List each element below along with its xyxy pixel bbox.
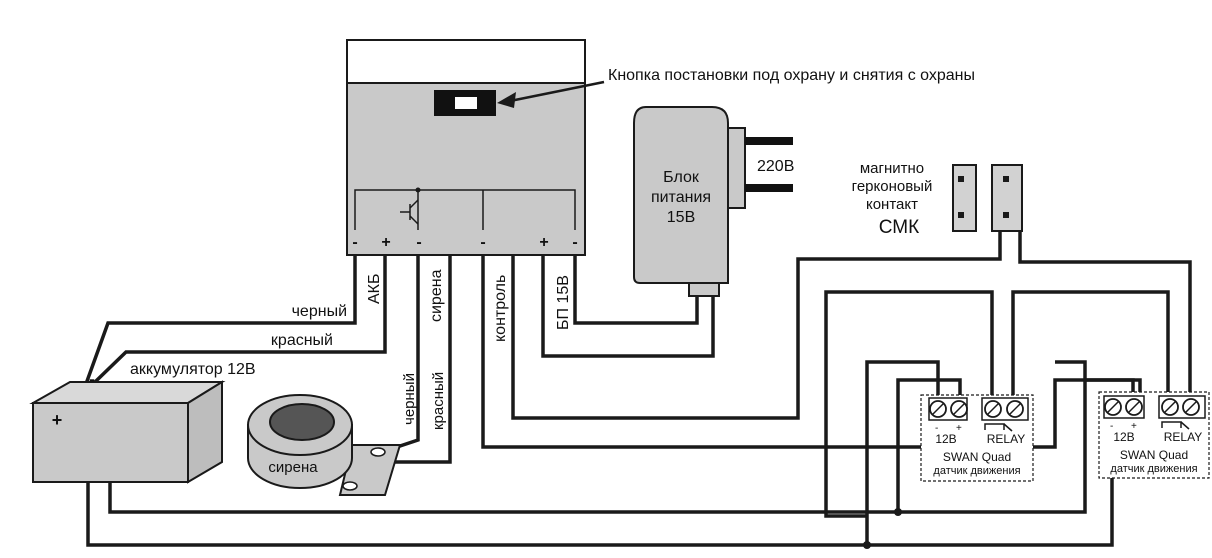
controller: - + - - + -	[346, 39, 586, 256]
callout-arrow-head	[497, 92, 516, 108]
screw-slot	[1008, 402, 1022, 416]
sensor2-minus: -	[1110, 421, 1113, 432]
reed-label-line2: герконовый	[852, 178, 933, 195]
button-callout: Кнопка постановки под охрану и снятия с …	[497, 67, 975, 108]
wire-control-a	[481, 254, 1142, 449]
relay-contact-icon	[1161, 421, 1182, 428]
wire-siren-red	[380, 254, 452, 464]
terminal-psu-plus: +	[539, 234, 548, 251]
battery-minus-sign: -	[89, 369, 95, 389]
siren-horn	[269, 403, 335, 441]
wire-battery-black	[80, 254, 357, 396]
terminal-psu-minus: -	[572, 234, 577, 251]
terminal-battery-minus: -	[352, 234, 357, 251]
terminal-battery-plus: +	[381, 234, 390, 251]
wire-control-b	[511, 232, 1002, 420]
psu-label-line1: Блок	[663, 169, 700, 186]
siren-bracket-hole	[370, 447, 386, 457]
sensor1-name: SWAN Quad	[943, 450, 1011, 464]
transistor-icon	[400, 199, 419, 225]
sensor2-name: SWAN Quad	[1120, 448, 1188, 462]
wire-psu-plus	[541, 254, 715, 358]
wire-label-black: черный	[292, 303, 347, 320]
controller-circuit-bus	[354, 189, 576, 230]
relay-contact-arm	[1003, 423, 1013, 432]
sensor1-minus: -	[935, 423, 938, 434]
screw-slot	[1163, 400, 1177, 414]
callout-arrow-line	[509, 80, 605, 103]
reed-screw	[958, 212, 964, 218]
junction-dot	[863, 541, 871, 549]
wire-psu-minus	[573, 254, 699, 325]
wire-label-red: красный	[271, 332, 333, 349]
reed-label-line3: контакт	[866, 196, 918, 213]
reed-magnet	[952, 164, 977, 232]
reed-screw	[1003, 212, 1009, 218]
wire-label-psu15: БП 15В	[555, 275, 572, 330]
wire-labels: черный красный АКБ сирена контроль БП 15…	[271, 269, 572, 349]
relay-contact-arm	[1180, 421, 1190, 430]
screw-slot	[1106, 400, 1120, 414]
sensor2-relay-label: RELAY	[1164, 430, 1202, 444]
siren-bracket-hole	[342, 481, 358, 491]
battery-label: аккумулятор 12В	[130, 361, 256, 378]
reed-screw	[1003, 176, 1009, 182]
psu-label-line3: 15В	[667, 209, 695, 226]
siren-wire-red-label: красный	[430, 372, 447, 430]
reed-abbr-label: СМК	[879, 217, 919, 238]
wire-relay-chain-1	[1011, 290, 1170, 398]
wire-reed-relay	[1018, 232, 1192, 398]
wire-label-akb: АКБ	[366, 274, 383, 305]
screw-slot	[931, 402, 945, 416]
sensor-1: - + 12В RELAY SWAN Quad датчик движения	[920, 394, 1034, 482]
arm-button-window	[455, 97, 477, 109]
reed-contact: магнитно герконовый контакт СМК	[852, 160, 1023, 238]
screw-slot	[1184, 400, 1198, 414]
siren-wire-black-label: черный	[401, 373, 418, 425]
sensor1-relay-label: RELAY	[987, 432, 1025, 446]
sensor2-power-label: 12В	[1113, 430, 1134, 444]
psu-pin-bottom	[745, 184, 793, 192]
wire-relay-chain-2	[824, 290, 994, 518]
reed-screw	[958, 176, 964, 182]
sensor1-plus: +	[956, 423, 962, 434]
psu-label-line2: питания	[651, 189, 711, 206]
sensor2-desc: датчик движения	[1110, 463, 1197, 475]
sensor2-plus: +	[1131, 421, 1137, 432]
siren-label: сирена	[268, 459, 318, 476]
relay-contact-icon	[984, 423, 1005, 430]
terminal-control-minus: -	[480, 234, 485, 251]
wire-label-siren: сирена	[428, 269, 445, 322]
junction-dot	[894, 508, 902, 516]
wire-battery-red	[93, 254, 387, 384]
psu-pin-top	[745, 137, 793, 145]
power-supply: Блок питания 15В 220В	[633, 106, 794, 297]
battery: + - аккумулятор 12В	[29, 361, 256, 484]
wire-sensor1-plus	[896, 378, 962, 512]
terminal-siren-minus: -	[416, 234, 421, 251]
psu-body	[633, 106, 729, 284]
battery-plus-sign: +	[52, 410, 63, 430]
reed-label-line1: магнитно	[860, 160, 924, 177]
wire-label-control: контроль	[492, 275, 509, 342]
screw-slot	[986, 402, 1000, 416]
battery-front	[32, 402, 189, 483]
reed-switch	[991, 164, 1023, 232]
screw-slot	[1127, 400, 1141, 414]
psu-cable-gland	[688, 282, 720, 297]
sensor1-power-label: 12В	[935, 432, 956, 446]
sensor1-desc: датчик движения	[933, 465, 1020, 477]
sensor-2: - + 12В RELAY SWAN Quad датчик движения	[1098, 391, 1210, 479]
button-callout-label: Кнопка постановки под охрану и снятия с …	[608, 67, 975, 84]
mains-voltage-label: 220В	[757, 158, 794, 175]
psu-plug-base	[727, 127, 746, 209]
siren: сирена черный красный	[247, 372, 447, 496]
circuit-node	[415, 187, 421, 193]
screw-slot	[952, 402, 966, 416]
wires	[59, 232, 1192, 549]
